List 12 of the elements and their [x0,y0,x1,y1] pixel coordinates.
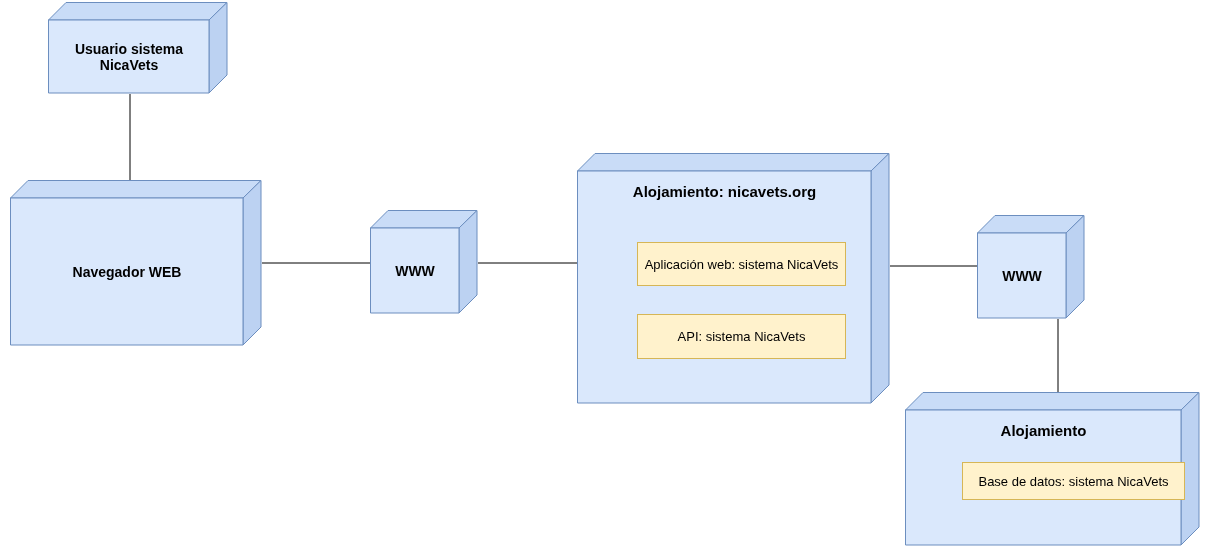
node-label: Usuario sistema NicaVets [73,41,185,73]
node-label: WWW [1002,268,1042,284]
component-box: Aplicación web: sistema NicaVets [637,242,846,286]
connector-line [477,262,578,264]
connector-line [889,265,978,267]
node-label: WWW [395,263,435,279]
component-box: Base de datos: sistema NicaVets [962,462,1185,500]
node-label: Alojamiento [1000,422,1087,439]
connector-line [261,262,371,264]
node-label: Navegador WEB [72,264,182,280]
node-label: Alojamiento: nicavets.org [632,183,817,200]
component-box: API: sistema NicaVets [637,314,846,359]
